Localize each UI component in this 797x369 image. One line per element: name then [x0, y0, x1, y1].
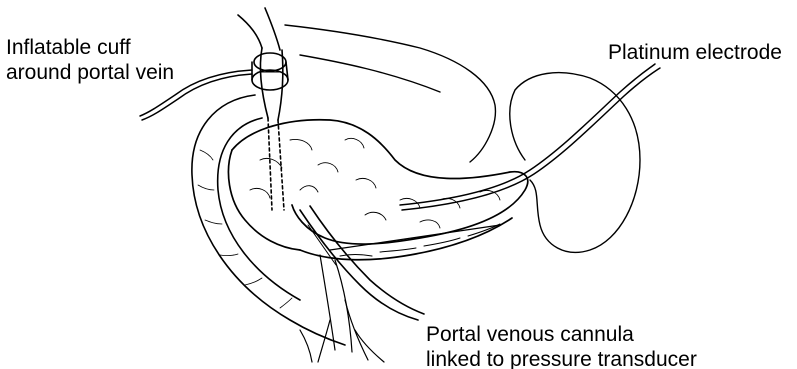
label-platinum-electrode: Platinum electrode [608, 40, 782, 65]
label-inflatable-cuff: Inflatable cuff around portal vein [6, 35, 174, 85]
portal-vein [238, 8, 284, 210]
label-cuff-line2: around portal vein [6, 60, 174, 85]
label-portal-cannula: Portal venous cannula linked to pressure… [426, 322, 697, 369]
portal-cannula [300, 206, 424, 320]
label-cannula-line1: Portal venous cannula [426, 322, 697, 347]
label-cannula-line2: linked to pressure transducer [426, 347, 697, 369]
mesenteric-vessels [300, 255, 384, 362]
label-cuff-line1: Inflatable cuff [6, 35, 174, 60]
electrode-wire [400, 64, 660, 210]
stomach-outline [285, 25, 495, 162]
label-electrode-line1: Platinum electrode [608, 40, 782, 65]
